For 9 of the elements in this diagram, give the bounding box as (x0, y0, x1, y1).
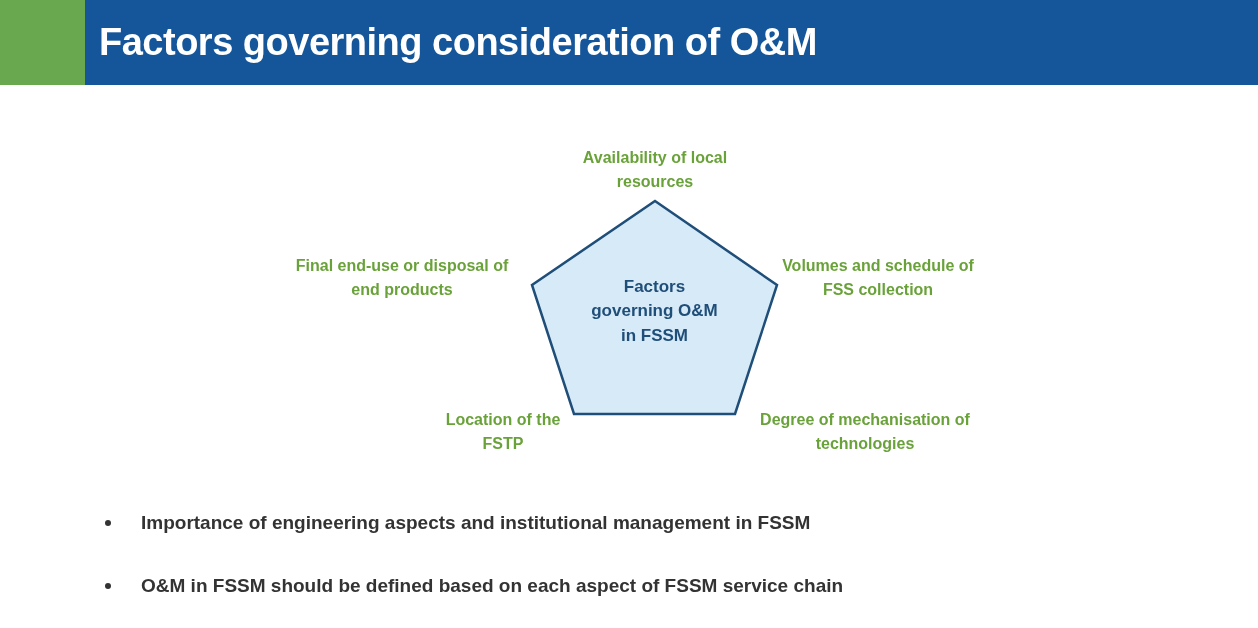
bullet-text: Importance of engineering aspects and institutional management in FSSM (141, 512, 811, 534)
factor-label: Degree of mechanisation of technologies (759, 410, 971, 454)
factor-label: Volumes and schedule of FSS collection (781, 256, 975, 300)
bullet-text: O&M in FSSM should be defined based on each aspect of FSSM service chain (141, 575, 844, 597)
factor-label: Location of the FSTP (444, 410, 562, 454)
factor-label: Availability of local resources (581, 148, 729, 192)
node-text: Factors governing O&M in FSSM (590, 275, 719, 348)
title: Factors governing consideration of O&M (99, 21, 817, 64)
factor-label: Final end-use or disposal of end products (294, 256, 510, 300)
